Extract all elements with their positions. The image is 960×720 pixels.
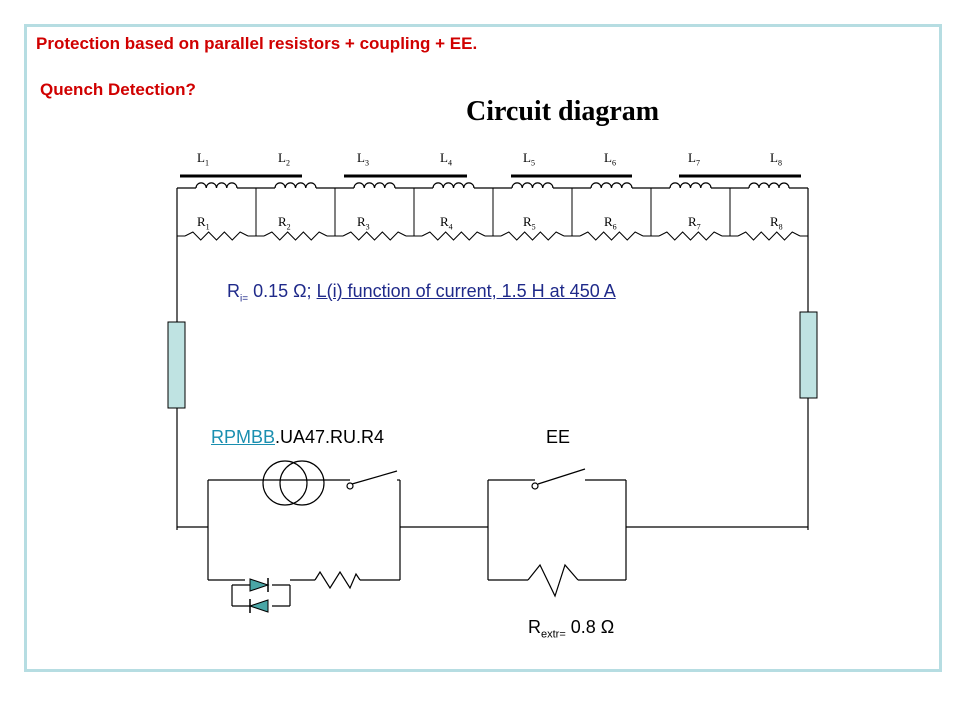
inductor-label: L2 (278, 150, 290, 168)
ladder-resistor (658, 231, 723, 241)
inductor-label: L1 (197, 150, 209, 168)
inductor-label: L3 (357, 150, 369, 168)
right-shunt-resistor (799, 311, 818, 399)
ri-symbol: R (227, 281, 240, 301)
resistor-label: R2 (278, 214, 291, 232)
slide-subtitle: Quench Detection? (40, 80, 196, 99)
inductor-label: L5 (523, 150, 535, 168)
rextr-subscript: extr= (541, 628, 566, 641)
inductance-note-link[interactable]: L(i) function of current, 1.5 H at 450 A (316, 281, 616, 301)
ladder-resistor (421, 231, 486, 241)
wiring (176, 188, 809, 607)
inductor-coil (669, 182, 712, 189)
inductor-coil (353, 182, 396, 189)
inductor-coil (274, 182, 317, 189)
slide-title: Protection based on parallel resistors +… (36, 34, 478, 53)
inductor-coil (511, 182, 554, 189)
slide-frame (24, 24, 942, 672)
inductor-coil (590, 182, 633, 189)
inductor-label: L4 (440, 150, 452, 168)
rpmbb-rest: .UA47.RU.R4 (275, 427, 385, 447)
ladder-resistor (737, 231, 801, 241)
inductor-label: L6 (604, 150, 616, 168)
diagram-title: Circuit diagram (466, 96, 660, 127)
inductor-label: L8 (770, 150, 782, 168)
ee-label: EE (546, 427, 571, 447)
ladder-resistor (500, 231, 565, 241)
inductor-chain (177, 174, 808, 189)
resistor-label: R3 (357, 214, 370, 232)
ri-subscript: i= (240, 293, 249, 305)
ladder-resistor (342, 231, 407, 241)
ri-value: 0.15 Ω; (248, 281, 317, 301)
rextr-label: Rextr= 0.8 Ω (528, 617, 614, 641)
rpmbb-link[interactable]: RPMBB (211, 427, 276, 447)
diodes (248, 578, 270, 613)
ladder-resistor (184, 231, 249, 241)
resistor-label: R6 (604, 214, 617, 232)
rextr-value: 0.8 Ω (565, 617, 615, 637)
resistor-label: R8 (770, 214, 783, 232)
inductor-label: L7 (688, 150, 700, 168)
ladder-resistor (263, 231, 328, 241)
inductor-coil (748, 182, 790, 189)
rextr-symbol: R (528, 617, 541, 637)
resistor-chain (176, 188, 809, 241)
inductor-coil (432, 182, 475, 189)
inductor-coil (195, 182, 238, 189)
ladder-resistor (579, 231, 644, 241)
resistor-label: R4 (440, 214, 453, 232)
ri-note: Ri= 0.15 Ω; L(i) function of current, 1.… (227, 281, 616, 305)
resistor-label: R7 (688, 214, 701, 232)
left-shunt-resistor (167, 321, 186, 409)
resistor-label: R5 (523, 214, 536, 232)
resistor-label: R1 (197, 214, 210, 232)
rpmbb-label: RPMBB.UA47.RU.R4 (211, 427, 384, 448)
